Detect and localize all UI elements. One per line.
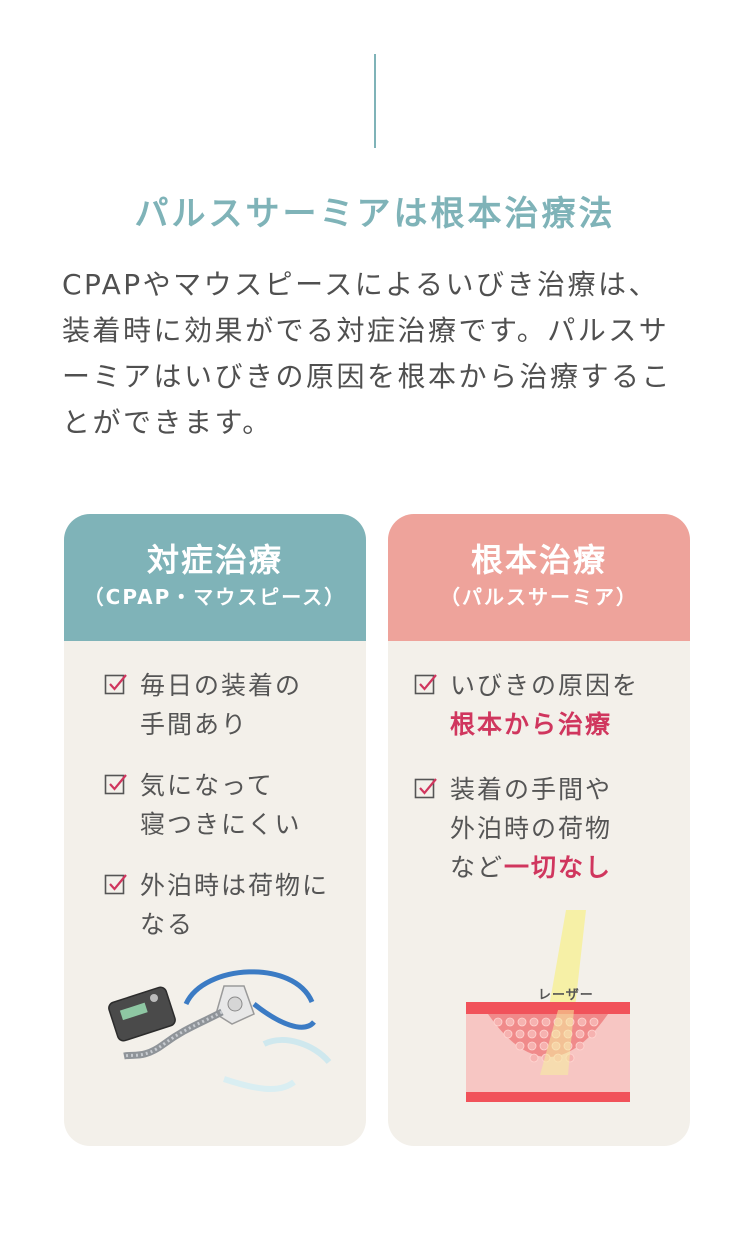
checkbox-icon <box>414 778 437 799</box>
item-line: 外泊時は荷物に <box>140 871 330 900</box>
symptomatic-treatment-card: 対症治療 （CPAP・マウスピース） 毎日の装着の 手間あり 気になって 寝つき… <box>64 514 366 1146</box>
item-text-plain: など <box>450 853 505 882</box>
item-line: 気になって <box>140 771 274 800</box>
card-checklist: 毎日の装着の 手間あり 気になって 寝つきにくい 外泊時は荷物に なる <box>104 666 354 966</box>
list-item: 装着の手間や 外泊時の荷物 など一切なし <box>414 770 664 887</box>
laser-tissue-icon <box>466 910 630 1102</box>
item-highlight: 一切なし <box>504 853 613 882</box>
decorative-vertical-line <box>374 54 376 148</box>
item-line: いびきの原因を <box>450 671 640 700</box>
list-item: 毎日の装着の 手間あり <box>104 666 354 744</box>
item-highlight: 根本から治療 <box>450 710 613 739</box>
lead-line: とができます。 <box>62 406 273 439</box>
cpap-device-icon <box>108 969 332 1092</box>
item-line: 手間あり <box>140 710 249 739</box>
laser-label: レーザー <box>538 988 594 1003</box>
card-title: 対症治療 <box>146 541 283 579</box>
list-item: いびきの原因を 根本から治療 <box>414 666 664 744</box>
list-item: 気になって 寝つきにくい <box>104 766 354 844</box>
lead-line: ーミアはいびきの原因を根本から治療するこ <box>62 360 673 393</box>
item-line: なる <box>140 910 195 939</box>
item-line: 毎日の装着の <box>140 671 303 700</box>
card-checklist: いびきの原因を 根本から治療 装着の手間や 外泊時の荷物 など一切なし <box>414 666 664 909</box>
checkbox-icon <box>104 774 127 795</box>
checkbox-icon <box>104 874 127 895</box>
lead-line: CPAPやマウスピースによるいびき治療は、 <box>62 268 659 301</box>
lead-line: 装着時に効果がでる対症治療です。パルスサ <box>62 314 670 347</box>
card-header: 対症治療 （CPAP・マウスピース） <box>64 514 366 641</box>
card-subtitle: （CPAP・マウスピース） <box>83 585 347 609</box>
card-subtitle: （パルスサーミア） <box>440 585 638 609</box>
checkbox-icon <box>104 674 127 695</box>
root-treatment-card: 根本治療 （パルスサーミア） いびきの原因を 根本から治療 装着の手間や 外泊時… <box>388 514 690 1146</box>
card-header: 根本治療 （パルスサーミア） <box>388 514 690 641</box>
item-line: 装着の手間や <box>450 775 613 804</box>
item-line: 寝つきにくい <box>140 810 302 839</box>
card-title: 根本治療 <box>470 541 607 579</box>
section-title: パルスサーミアは根本治療法 <box>134 194 616 234</box>
item-line: など一切なし <box>450 848 612 887</box>
item-line: 外泊時の荷物 <box>450 814 613 843</box>
list-item: 外泊時は荷物に なる <box>104 866 354 944</box>
checkbox-icon <box>414 674 437 695</box>
lead-paragraph: CPAPやマウスピースによるいびき治療は、 装着時に効果がでる対症治療です。パル… <box>62 262 702 446</box>
